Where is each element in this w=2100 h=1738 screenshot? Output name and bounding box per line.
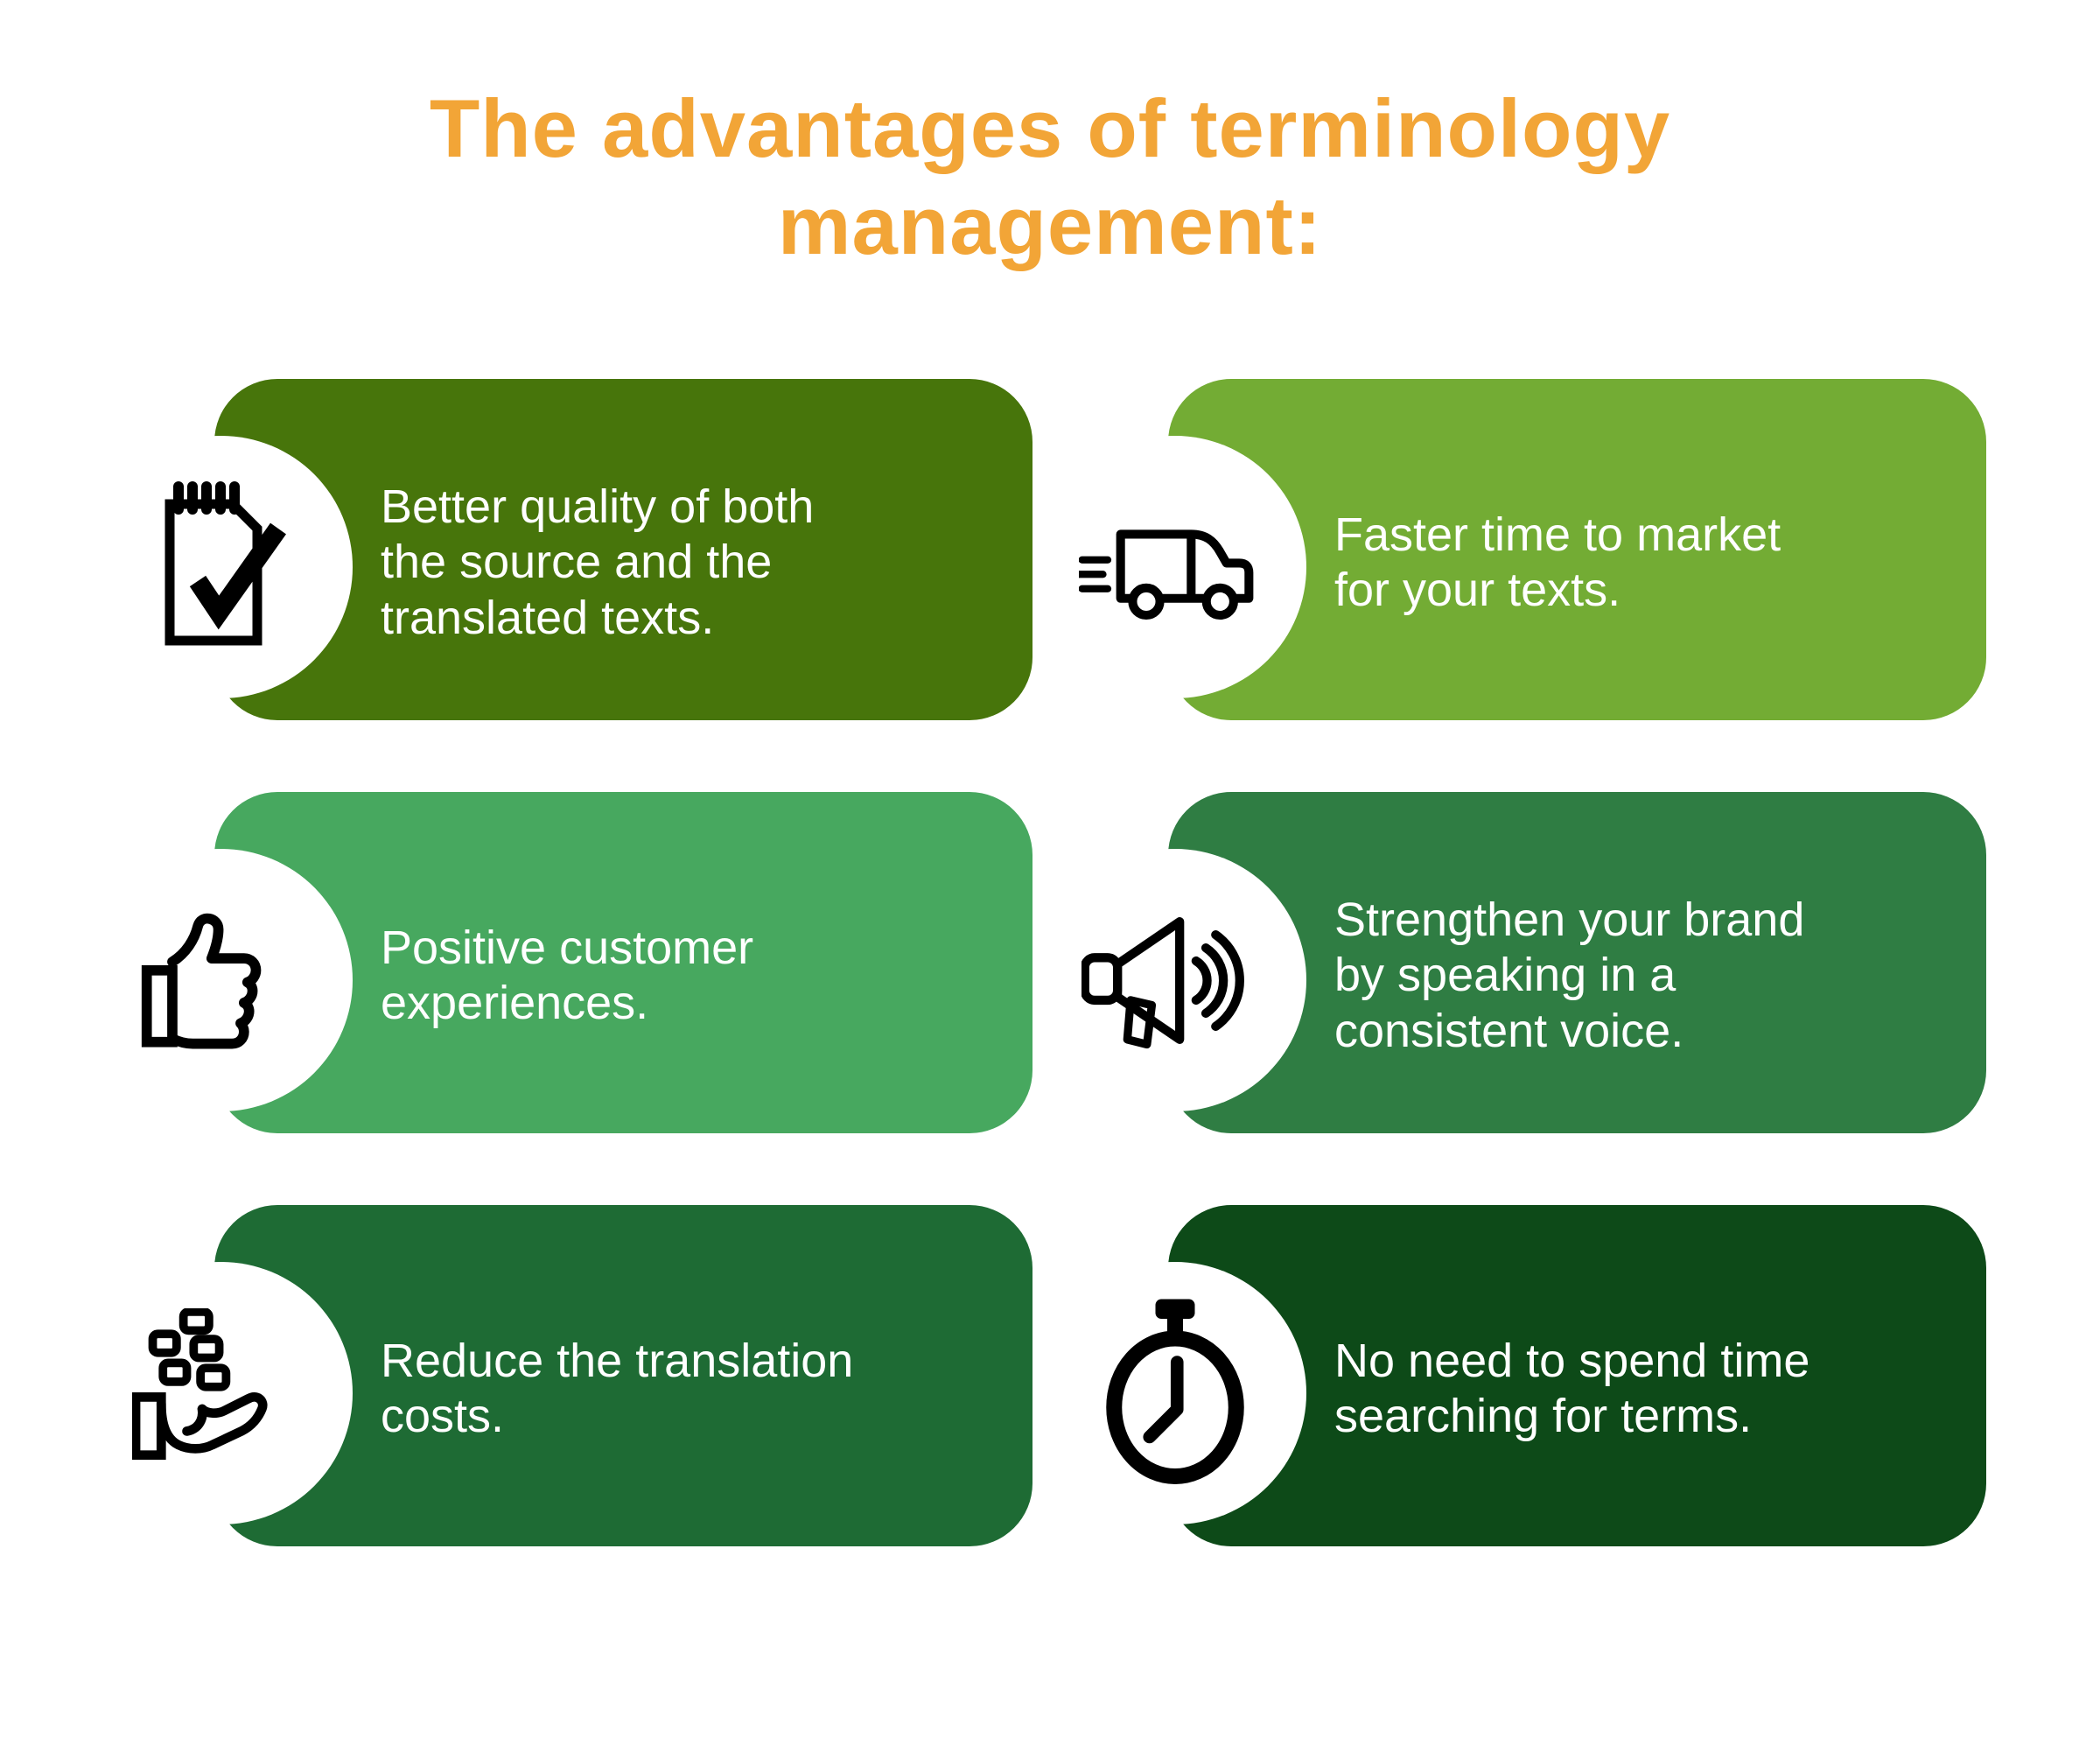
card-text-line: Better quality of both [381,480,815,534]
card-text-line: consistent voice. [1334,1004,1684,1057]
thumbs-up-icon [116,875,326,1085]
megaphone-icon [1070,875,1280,1085]
card-text-line: Strengthen your brand [1334,894,1805,947]
card-faster-time-to-market: Faster time to market for your texts. [1044,379,1986,720]
notepad-check-icon [116,462,326,672]
card-strengthen-brand: Strengthen your brand by speaking in a c… [1044,792,1986,1133]
page-title-line1: The advantages of terminology [429,82,1671,174]
hand-receiving-money-icon [116,1288,326,1498]
icon-bubble [90,849,353,1111]
card-text-line: searching for terms. [1334,1390,1753,1442]
stopwatch-icon [1070,1288,1280,1498]
card-text: No need to spend time searching for term… [1334,1205,1951,1546]
card-text-line: translated texts. [381,591,715,644]
card-better-quality: Better quality of both the source and th… [90,379,1032,720]
card-positive-customer-experiences: Positive customer experiences. [90,792,1032,1133]
card-text-line: No need to spend time [1334,1334,1810,1387]
card-text-line: Faster time to market [1334,508,1782,561]
delivery-van-icon [1070,462,1280,672]
card-text-line: Reduce the translation [381,1334,854,1387]
icon-bubble [1044,436,1306,698]
card-text-line: Positive customer [381,921,754,974]
card-text-line: for your texts. [1334,564,1621,616]
card-text-line: experiences. [381,977,649,1029]
card-text: Reduce the translation costs. [381,1205,998,1546]
card-text-line: costs. [381,1390,505,1442]
card-text: Positive customer experiences. [381,792,998,1133]
card-text-line: by speaking in a [1334,949,1676,1002]
icon-bubble [90,436,353,698]
card-text: Better quality of both the source and th… [381,379,998,720]
page-title: The advantages of terminology management… [0,81,2100,275]
page-title-line2: management: [777,179,1323,271]
card-reduce-translation-costs: Reduce the translation costs. [90,1205,1032,1546]
card-text: Faster time to market for your texts. [1334,379,1951,720]
card-text-line: the source and the [381,536,773,589]
card-no-time-searching: No need to spend time searching for term… [1044,1205,1986,1546]
card-text: Strengthen your brand by speaking in a c… [1334,792,1951,1133]
